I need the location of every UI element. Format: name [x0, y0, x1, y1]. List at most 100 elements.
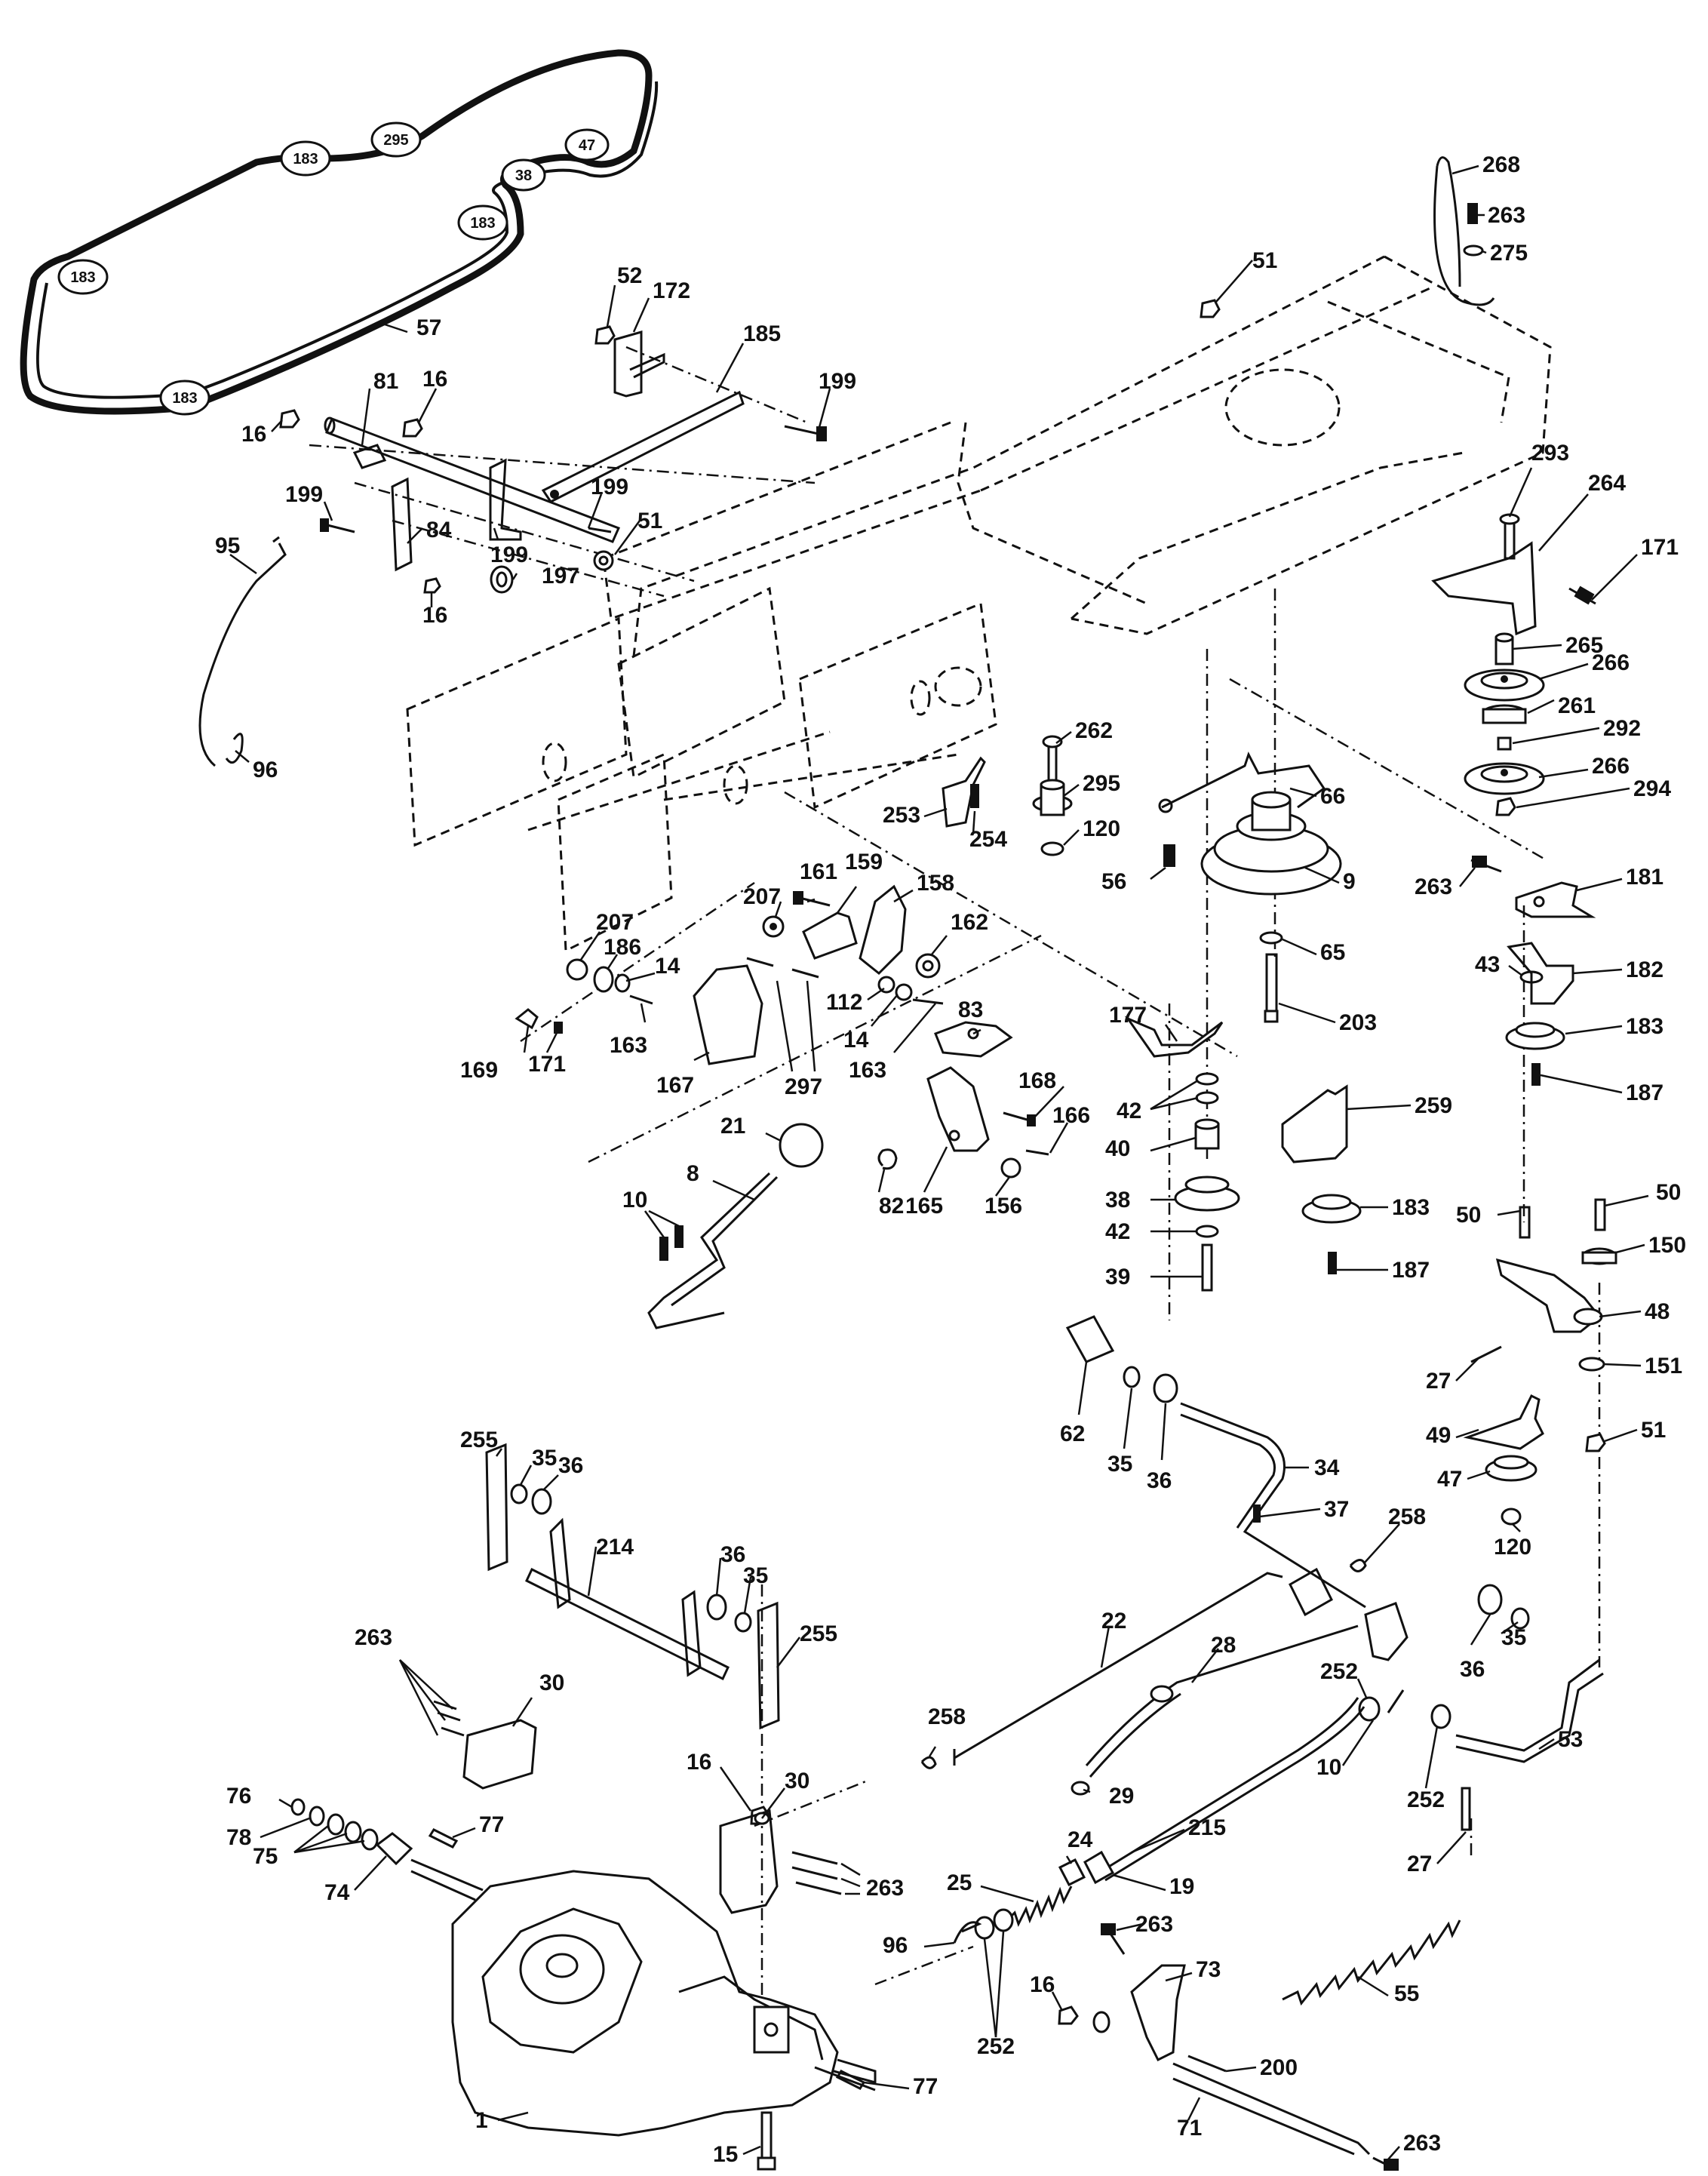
callout-label: 36: [1147, 1468, 1172, 1493]
plate-255: [485, 1443, 508, 1572]
arm-71: [1172, 2062, 1371, 2156]
callout-label: 40: [1105, 1136, 1130, 1161]
callout-label: 66: [1320, 784, 1345, 809]
callout-label: 264: [1588, 471, 1626, 496]
callout-label: 163: [849, 1058, 886, 1083]
bracket-49: [1463, 1394, 1544, 1450]
rod-22: [953, 1572, 1283, 1766]
callout-label: 25: [947, 1870, 972, 1895]
washer-207: [566, 958, 588, 981]
callout-label: 258: [928, 1704, 966, 1729]
callout-label: 263: [1488, 203, 1525, 228]
callout-label: 181: [1626, 865, 1663, 890]
pulley-38: [1174, 1176, 1240, 1212]
callout-label: 258: [1388, 1504, 1426, 1529]
callout-label: 16: [422, 603, 447, 628]
bolt-39: [1201, 1243, 1213, 1292]
washer-75: [327, 1813, 379, 1851]
callout-label: 187: [1626, 1080, 1663, 1105]
callout-label: 95: [215, 533, 240, 558]
bolt-263: [791, 1851, 842, 1895]
washer-252: [1430, 1704, 1451, 1729]
callout-label: 214: [596, 1535, 634, 1560]
callout-label: 81: [373, 369, 398, 394]
spacer-62: [1065, 1315, 1115, 1363]
bolt-27: [1470, 1345, 1502, 1363]
spacer-150: [1581, 1247, 1617, 1265]
nut-51: [1200, 299, 1221, 318]
callout-label: 71: [1177, 2116, 1202, 2141]
belt-tag-label: 47: [579, 137, 595, 154]
nut-16: [279, 409, 300, 429]
callout-label: 47: [1437, 1467, 1462, 1492]
shaft-81: [324, 416, 621, 543]
washer-156: [1000, 1157, 1021, 1179]
callout-label: 16: [241, 422, 266, 447]
callout-label: 183: [1626, 1014, 1663, 1039]
knob-21: [779, 1123, 824, 1168]
callout-label: 16: [1030, 1972, 1055, 1997]
callout-label: 295: [1083, 771, 1120, 796]
bracket-259: [1281, 1084, 1348, 1163]
callout-label: 261: [1558, 693, 1596, 718]
tractor-frame: [406, 255, 1552, 953]
bolt-263: [1372, 2156, 1399, 2171]
collar-19: [1083, 1850, 1115, 1885]
belt-tag-label: 183: [470, 215, 495, 232]
belt-tag-label: 295: [383, 132, 408, 149]
bolt-199: [784, 425, 827, 441]
callout-label: 36: [1460, 1657, 1485, 1682]
callout-label: 203: [1339, 1010, 1377, 1035]
washer-14: [895, 983, 913, 1001]
callout-label: 77: [913, 2074, 938, 2099]
callout-label: 10: [1316, 1755, 1341, 1780]
callout-label: 24: [1068, 1827, 1093, 1852]
callout-label: 57: [416, 315, 441, 340]
arm-48: [1495, 1258, 1603, 1333]
bolt-163: [629, 994, 653, 1005]
bracket-83: [934, 1021, 1013, 1058]
callout-label: 177: [1109, 1003, 1147, 1028]
cross-shaft-34: [1180, 1402, 1366, 1609]
callout-label: 266: [1592, 754, 1630, 779]
callout-label: 49: [1426, 1423, 1451, 1448]
bolt-187: [1531, 1063, 1541, 1086]
nut-52: [594, 325, 616, 345]
callout-label: 37: [1324, 1497, 1349, 1522]
callout-label: 262: [1075, 718, 1113, 743]
callout-label: 215: [1188, 1815, 1226, 1840]
bracket-182: [1507, 942, 1574, 1005]
arm-84: [391, 477, 413, 572]
spring-25: [1006, 1886, 1073, 1927]
nut-16: [1058, 2005, 1079, 2025]
callout-label: 158: [917, 871, 954, 896]
bolt-56: [1163, 844, 1175, 867]
callout-label: 292: [1603, 716, 1641, 741]
callout-label: 19: [1169, 1874, 1194, 1899]
callout-label: 112: [826, 990, 862, 1015]
pin-37: [1253, 1504, 1261, 1523]
callout-label: 185: [743, 321, 781, 346]
callout-label: 9: [1343, 869, 1356, 894]
belt-tag-label: 183: [70, 269, 95, 286]
callout-label: 151: [1645, 1354, 1682, 1378]
leader-lines: [229, 164, 1649, 2160]
spacer-40: [1194, 1118, 1220, 1150]
bracket-159: [802, 911, 858, 960]
callout-label: 43: [1475, 952, 1500, 977]
callout-label: 56: [1101, 869, 1126, 894]
bolt-50: [1594, 1198, 1606, 1231]
callout-label: 167: [656, 1073, 694, 1098]
washer-42: [1195, 1072, 1219, 1086]
callout-label: 255: [460, 1428, 498, 1452]
nut-16: [423, 577, 441, 594]
callout-label: 183: [1392, 1195, 1430, 1220]
washer-42: [1195, 1091, 1219, 1105]
callout-label: 297: [785, 1074, 822, 1099]
nut-120: [1040, 841, 1064, 856]
callout-label: 35: [1501, 1625, 1526, 1650]
callout-label: 199: [490, 542, 528, 567]
callout-label: 52: [617, 263, 642, 288]
callout-label: 65: [1320, 940, 1345, 965]
